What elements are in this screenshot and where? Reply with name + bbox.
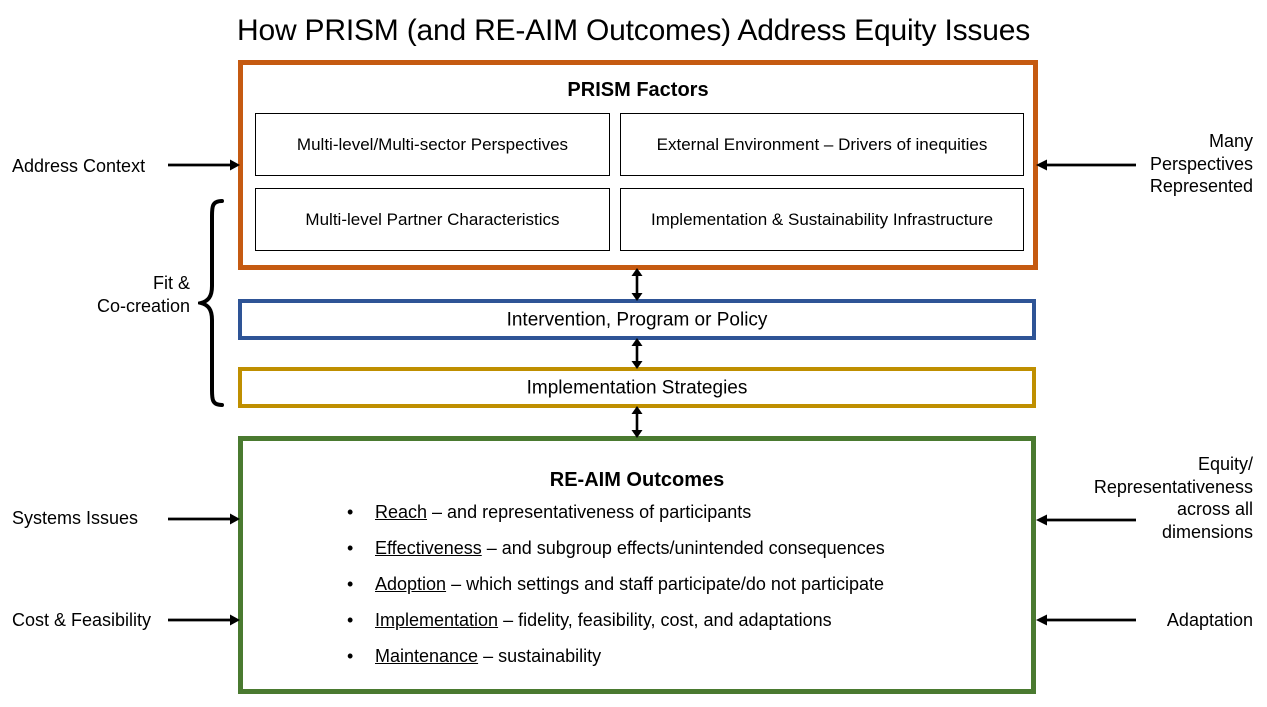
annotation-equity-line1: Equity/: [1197, 454, 1253, 474]
prism-cell-multilevel-perspectives: Multi-level/Multi-sector Perspectives: [255, 113, 610, 176]
prism-cell-label: External Environment – Drivers of inequi…: [656, 134, 988, 154]
list-item: • Adoption – which settings and staff pa…: [339, 575, 1019, 611]
annotation-equity-representativeness: Equity/ Representativeness across all di…: [1085, 453, 1253, 543]
annotation-equity-line4: dimensions: [1161, 521, 1253, 542]
double-arrow-icon-prism-to-intervention: [630, 268, 644, 301]
reaim-description: – sustainability: [478, 646, 602, 666]
intervention-label: Intervention, Program or Policy: [506, 309, 768, 330]
reaim-term: Reach: [375, 502, 428, 522]
reaim-term: Adoption: [375, 574, 447, 594]
arrow-icon-equity-representativeness: [1036, 513, 1136, 527]
reaim-term: Maintenance: [375, 646, 479, 666]
prism-factors-heading: PRISM Factors: [567, 79, 709, 101]
list-item: • Reach – and representativeness of part…: [339, 503, 1019, 539]
annotation-many-perspectives-line2: Perspectives: [1149, 153, 1253, 174]
annotation-fit-cocreation: Fit & Co-creation: [20, 272, 190, 317]
list-item: • Maintenance – sustainability: [339, 647, 1019, 683]
reaim-outcomes-list: • Reach – and representativeness of part…: [339, 503, 1019, 683]
prism-cell-implementation-sustainability: Implementation & Sustainability Infrastr…: [620, 188, 1024, 251]
prism-factors-box: PRISM Factors Multi-level/Multi-sector P…: [238, 60, 1038, 270]
reaim-outcomes-box: RE-AIM Outcomes • Reach – and representa…: [238, 436, 1036, 694]
bullet-icon: •: [347, 538, 354, 558]
list-item: • Implementation – fidelity, feasibility…: [339, 611, 1019, 647]
annotation-many-perspectives: Many Perspectives Represented: [1095, 130, 1253, 198]
intervention-program-policy-box: Intervention, Program or Policy: [238, 299, 1036, 340]
arrow-icon-adaptation: [1036, 613, 1136, 627]
reaim-description: – and subgroup effects/unintended conseq…: [481, 538, 885, 558]
implementation-strategies-box: Implementation Strategies: [238, 367, 1036, 408]
list-item: • Effectiveness – and subgroup effects/u…: [339, 539, 1019, 575]
annotation-fit-cocreation-line1: Fit &: [152, 273, 190, 293]
reaim-description: – which settings and staff participate/d…: [446, 574, 884, 594]
reaim-outcomes-heading: RE-AIM Outcomes: [549, 469, 725, 491]
bullet-icon: •: [347, 502, 354, 522]
prism-cell-external-environment: External Environment – Drivers of inequi…: [620, 113, 1024, 176]
reaim-description: – and representativeness of participants: [427, 502, 752, 522]
arrow-icon-systems-issues: [168, 512, 240, 526]
reaim-term: Implementation: [375, 610, 499, 630]
page-title: How PRISM (and RE-AIM Outcomes) Address …: [237, 14, 1030, 47]
bullet-icon: •: [347, 610, 354, 630]
prism-cell-partner-characteristics: Multi-level Partner Characteristics: [255, 188, 610, 251]
arrow-icon-address-context: [168, 158, 240, 172]
bullet-icon: •: [347, 646, 354, 666]
annotation-cost-feasibility: Cost & Feasibility: [12, 610, 152, 630]
annotation-fit-cocreation-line2: Co-creation: [96, 295, 190, 316]
curly-brace-icon: [198, 198, 224, 408]
arrow-icon-cost-feasibility: [168, 613, 240, 627]
annotation-systems-issues: Systems Issues: [12, 508, 139, 528]
prism-cell-label: Implementation & Sustainability Infrastr…: [650, 209, 994, 229]
reaim-term: Effectiveness: [375, 538, 482, 558]
annotation-equity-line2: Representativeness: [1093, 476, 1253, 497]
annotation-many-perspectives-line3: Represented: [1149, 176, 1253, 196]
reaim-description: – fidelity, feasibility, cost, and adapt…: [498, 610, 832, 630]
prism-cell-label: Multi-level Partner Characteristics: [305, 209, 560, 229]
annotation-many-perspectives-line1: Many: [1208, 131, 1253, 151]
prism-cell-label: Multi-level/Multi-sector Perspectives: [296, 134, 569, 154]
arrow-icon-many-perspectives: [1036, 158, 1136, 172]
bullet-icon: •: [347, 574, 354, 594]
annotation-adaptation: Adaptation: [1166, 610, 1253, 630]
annotation-equity-line3: across all: [1176, 499, 1253, 519]
double-arrow-icon-intervention-to-strategies: [630, 338, 644, 369]
annotation-address-context: Address Context: [12, 156, 146, 176]
implementation-strategies-label: Implementation Strategies: [526, 377, 748, 398]
double-arrow-icon-strategies-to-reaim: [630, 406, 644, 438]
